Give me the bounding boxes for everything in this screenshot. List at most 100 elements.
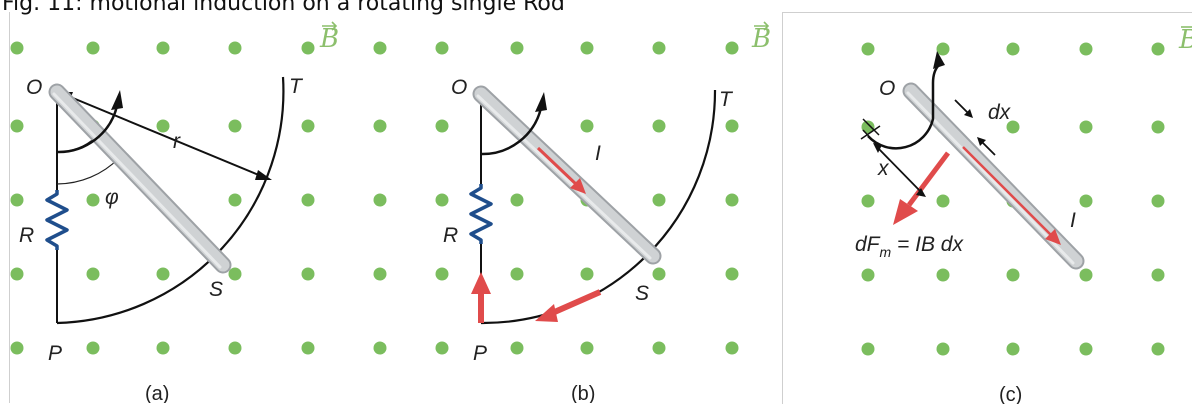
label-x: x (877, 157, 890, 180)
field-dot (435, 41, 449, 55)
field-dot (1151, 268, 1165, 282)
field-dot (861, 120, 875, 134)
x-tick-3 (860, 125, 881, 140)
x-tick-2 (862, 129, 877, 145)
field-dot (373, 119, 387, 133)
field-dot (1006, 120, 1020, 134)
label-r-resistor: R (19, 224, 34, 247)
field-dot (373, 341, 387, 355)
field-dot (510, 267, 524, 281)
field-dot (10, 341, 24, 355)
arc-rail (56, 76, 285, 325)
field-dot (1006, 42, 1020, 56)
field-dot (1151, 194, 1165, 208)
field-dot (652, 341, 666, 355)
field-dot (228, 41, 242, 55)
field-dot (10, 41, 24, 55)
field-dot (228, 267, 242, 281)
field-dot (228, 119, 242, 133)
radius-arrowhead-t (255, 170, 272, 180)
diagram-c: O dx x I dFm = IB dx B (c) (855, 25, 1192, 404)
field-dot (652, 119, 666, 133)
x-dimension (876, 146, 923, 194)
label-o: O (26, 76, 42, 99)
dx-arrow-1 (954, 99, 970, 115)
panel-caption: (b) (571, 383, 595, 403)
field-dots (861, 42, 1165, 356)
panel-b: O T I R S P B (b) (430, 12, 780, 403)
field-dot (936, 194, 950, 208)
label-o: O (451, 76, 467, 99)
current-arrowhead-up (471, 272, 491, 294)
field-dot (1079, 120, 1093, 134)
field-dot (373, 267, 387, 281)
label-i: I (1070, 209, 1076, 232)
field-dot (1079, 194, 1093, 208)
field-dot (1006, 268, 1020, 282)
field-dot (301, 119, 315, 133)
field-dot (861, 42, 875, 56)
field-label: B (1178, 25, 1192, 55)
field-dot (435, 267, 449, 281)
label-p: P (473, 342, 487, 365)
panel-c: O dx x I dFm = IB dx B (c) (782, 12, 1192, 404)
field-dot (86, 267, 100, 281)
field-dot (1151, 42, 1165, 56)
field-dot (156, 119, 170, 133)
field-dot (1079, 342, 1093, 356)
label-o: O (879, 77, 895, 100)
label-phi: φ (105, 186, 119, 209)
field-dot (652, 267, 666, 281)
field-dot (510, 193, 524, 207)
dx-arrow-2 (980, 140, 996, 156)
field-dot (725, 193, 739, 207)
field-dots (435, 41, 739, 355)
vector-arrow-icon (322, 21, 338, 31)
current-arrowhead-rod (570, 178, 586, 194)
current-arrowhead-arc (535, 304, 558, 322)
panel-caption: (a) (145, 383, 169, 403)
figure-title: Fig. 11: motional induction on a rotatin… (2, 0, 565, 16)
field-dots (10, 41, 387, 355)
rod (48, 83, 232, 274)
field-dot (435, 341, 449, 355)
dx-arrowhead-2 (977, 137, 986, 146)
field-dot (861, 194, 875, 208)
field-dot (301, 41, 315, 55)
field-dot (301, 341, 315, 355)
radius-line (67, 95, 267, 179)
field-dot (228, 341, 242, 355)
field-dot (510, 41, 524, 55)
resistor-symbol (469, 184, 493, 244)
field-label: B (319, 24, 339, 54)
field-dot (936, 42, 950, 56)
vector-arrow-icon (754, 21, 770, 31)
field-dot (580, 341, 594, 355)
field-dot (861, 342, 875, 356)
field-dot (435, 119, 449, 133)
field-dot (861, 268, 875, 282)
label-s: S (209, 278, 223, 301)
label-force: dFm = IB dx (855, 233, 964, 260)
field-dot (936, 342, 950, 356)
force-arrowhead (893, 199, 918, 225)
panel-a: O T r φ R S P B (a) (9, 12, 420, 403)
panel-caption: (c) (999, 384, 1022, 404)
label-t: T (719, 88, 734, 111)
force-arrow (907, 151, 950, 207)
resistor-symbol (45, 190, 69, 250)
field-dot (228, 193, 242, 207)
field-dot (373, 193, 387, 207)
x-tick (862, 118, 880, 136)
label-s: S (635, 282, 649, 305)
field-dot (301, 193, 315, 207)
current-arrow-arc (548, 289, 602, 317)
field-dot (86, 341, 100, 355)
field-dot (652, 41, 666, 55)
field-dot (373, 41, 387, 55)
field-dot (86, 41, 100, 55)
field-dot (10, 267, 24, 281)
dx-arrowhead-1 (964, 109, 973, 118)
field-dot (156, 267, 170, 281)
field-dot (1079, 42, 1093, 56)
